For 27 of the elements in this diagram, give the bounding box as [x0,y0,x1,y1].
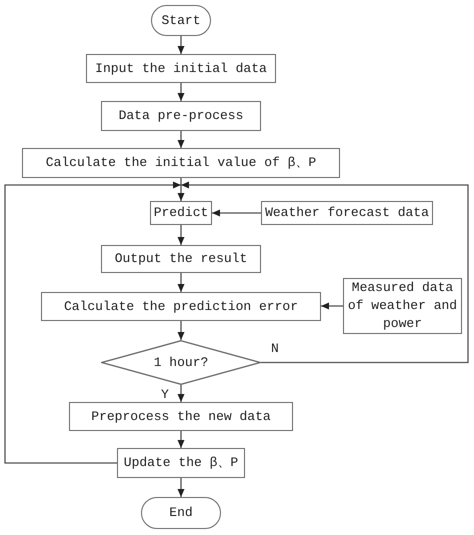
arrow [4,182,181,464]
process-box: Predict [150,201,212,225]
arrow [181,182,469,364]
process-box: Output the result [101,245,261,273]
arrow [178,478,184,497]
process-box: Input the initial data [86,54,276,83]
arrow [178,36,184,54]
end-terminal: End [141,497,221,529]
arrow [178,83,184,101]
process-box: Calculate the initial value of β、P [22,148,340,178]
arrow [212,210,261,216]
data-source-box: Weather forecast data [261,201,433,225]
process-box: Update the β、P [117,448,245,478]
arrow [178,225,184,245]
process-box: Preprocess the new data [69,402,293,431]
arrow [178,431,184,448]
arrow [178,131,184,148]
arrow [178,321,184,340]
decision-diamond: 1 hour? [101,340,261,385]
arrow [178,185,184,201]
arrow [321,302,343,310]
start-terminal: Start [151,5,211,36]
data-source-box: Measured data of weather and power [343,278,462,334]
process-box: Calculate the prediction error [41,292,321,321]
process-box: Data pre-process [101,101,261,131]
arrow [178,273,184,292]
arrow [178,385,184,402]
